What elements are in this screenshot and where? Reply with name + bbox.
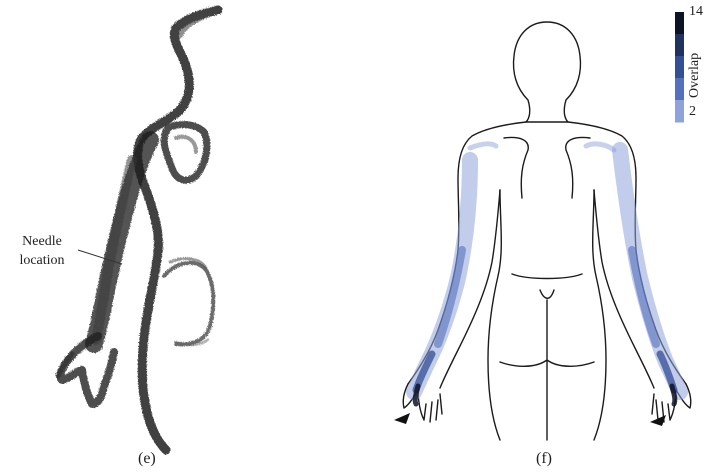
colorbar-title: Overlap (687, 53, 703, 98)
panel-e-label: (e) (138, 450, 156, 468)
scapula-overlap (470, 144, 614, 150)
hip-sketch (164, 263, 213, 344)
colorbar-min-label: 2 (689, 104, 696, 120)
needle-label-line1: Needle (10, 232, 74, 251)
buttock-lines (500, 274, 594, 440)
hand-sketch (60, 336, 114, 404)
needle-location-label: Needle location (10, 232, 74, 270)
shoulder-blob (164, 125, 207, 181)
panel-e-sketch (58, 10, 218, 450)
colorbar-max-label: 14 (689, 4, 703, 20)
head-outline (514, 22, 581, 122)
colorbar-band (675, 100, 684, 123)
left-scapula (504, 138, 528, 199)
torso-outline (138, 10, 218, 450)
left-wrist-arrow (394, 413, 410, 424)
panel-f-body (403, 22, 691, 440)
left-arm-overlap (414, 160, 470, 392)
panel-f-label: (f) (536, 450, 552, 468)
colorbar (675, 12, 684, 123)
colorbar-band (675, 78, 684, 101)
needle-label-line2: location (10, 251, 74, 270)
colorbar-band (675, 34, 684, 57)
colorbar-band (675, 56, 684, 79)
colorbar-band (675, 12, 684, 35)
